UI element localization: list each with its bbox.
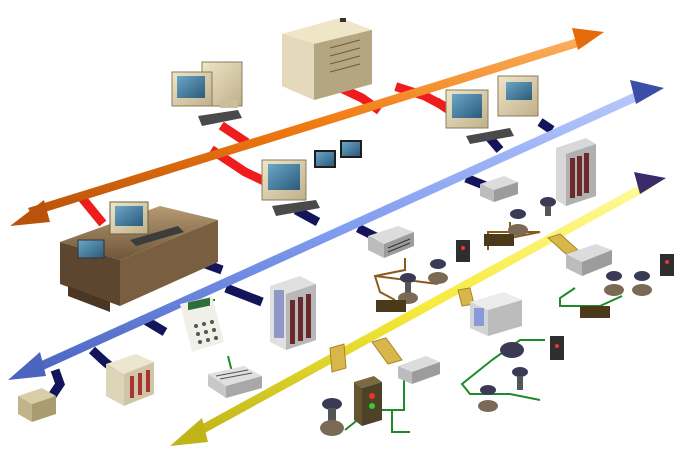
plc-rack-icon [270, 276, 316, 350]
link-blue-plc-center [224, 283, 264, 307]
io-module-icon [368, 226, 414, 258]
controller-icon [106, 354, 154, 406]
bus-yellow-arrow-left [170, 418, 208, 446]
plc-compact-icon [470, 292, 522, 336]
bus-orange-arrow-right [572, 28, 604, 50]
tap-yellow-2 [371, 337, 403, 365]
drive-unit-icon [354, 376, 382, 426]
links-yellow-taps [329, 233, 579, 373]
bus-orange-arrow-left [10, 200, 50, 226]
desktop-computer-icon [261, 140, 362, 216]
io-module-icon [480, 176, 518, 202]
plc-rack-icon [556, 138, 596, 206]
controller-icon [18, 388, 56, 422]
io-module-icon [566, 244, 612, 276]
link-plc-rack-right-blue [537, 118, 555, 134]
tap-yellow-4 [547, 233, 579, 255]
green-field-right [460, 339, 545, 401]
green-field-right2 [559, 287, 623, 307]
desktop-computer-icon [171, 61, 243, 126]
printer-icon [208, 366, 262, 398]
bus-yellow-arrow-right [634, 172, 666, 194]
bus-blue-arrow-right [630, 80, 664, 104]
bus-yellow [170, 172, 666, 446]
bus-orange-body [28, 36, 588, 216]
link-workstation-center-blue [293, 206, 321, 226]
server-tower-icon [282, 18, 372, 100]
bus-orange [10, 28, 604, 226]
desktop-computer-icon [445, 75, 539, 144]
tap-yellow-1 [329, 343, 347, 373]
link-orange-workstation-center [208, 145, 268, 186]
keypad-terminal-icon [180, 296, 224, 352]
bus-blue-arrow-left [8, 352, 46, 380]
link-workstation-topleft-orange [218, 121, 250, 147]
valve-transmitter-icon [320, 197, 674, 436]
io-module-icon [398, 356, 440, 384]
control-console-icon [60, 201, 218, 312]
bus-yellow-body [188, 180, 652, 440]
link-orange-console [75, 191, 107, 227]
link-blue-small-controller [48, 368, 65, 399]
